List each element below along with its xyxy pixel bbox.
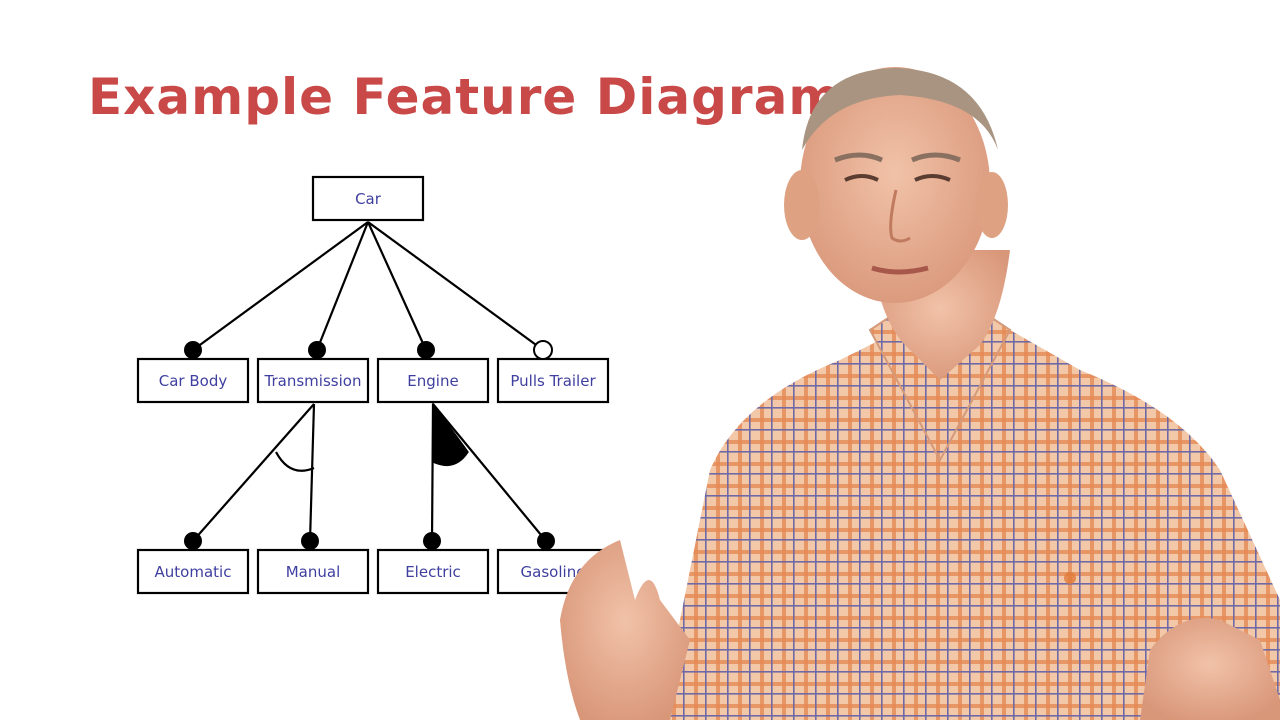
mandatory-marker-car-body (184, 341, 202, 359)
feature-label: Car Body (159, 372, 228, 390)
feature-box (256, 548, 370, 595)
edge-car-car-body (192, 221, 369, 351)
feature-node-automatic: Automatic (136, 548, 250, 595)
feature-node-transmission: Transmission (256, 357, 370, 404)
feature-label: Manual (286, 563, 341, 581)
feature-label: Electric (405, 563, 461, 581)
mandatory-marker-gasoline (537, 532, 555, 550)
mandatory-marker-electric (423, 532, 441, 550)
edge-transmission-automatic (192, 403, 315, 542)
feature-label: Transmission (264, 372, 362, 390)
alternative-group-arc-transmission (275, 451, 315, 472)
mandatory-marker-manual (301, 532, 319, 550)
mandatory-marker-engine (417, 341, 435, 359)
feature-node-car-body: Car Body (136, 357, 250, 404)
feature-label: Pulls Trailer (510, 372, 596, 390)
edge-engine-gasoline (432, 403, 547, 542)
feature-node-electric: Electric (376, 548, 490, 595)
or-group-arc-engine (432, 401, 469, 467)
optional-marker-pulls-trailer (533, 340, 553, 360)
feature-label: Engine (407, 372, 458, 390)
presenter-photo (560, 67, 1280, 720)
feature-label: Car (355, 190, 382, 208)
edge-car-transmission (315, 221, 370, 351)
feature-node-manual: Manual (256, 548, 370, 595)
mandatory-marker-transmission (308, 341, 326, 359)
feature-box (376, 357, 490, 404)
feature-node-pulls-trailer: Pulls Trailer (496, 357, 610, 404)
edge-car-pulls-trailer (367, 221, 544, 351)
feature-label: Automatic (155, 563, 232, 581)
feature-box (256, 357, 370, 404)
feature-box (496, 357, 610, 404)
feature-node-engine: Engine (376, 357, 490, 404)
feature-node-car: Car (311, 175, 425, 222)
slide-title: Example Feature Diagram (88, 68, 842, 126)
edge-transmission-manual (308, 403, 316, 542)
edge-car-engine (366, 221, 428, 351)
feature-box (136, 548, 250, 595)
mandatory-marker-automatic (184, 532, 202, 550)
feature-label: Gasoline (521, 563, 586, 581)
feature-box (311, 175, 425, 222)
feature-box (376, 548, 490, 595)
